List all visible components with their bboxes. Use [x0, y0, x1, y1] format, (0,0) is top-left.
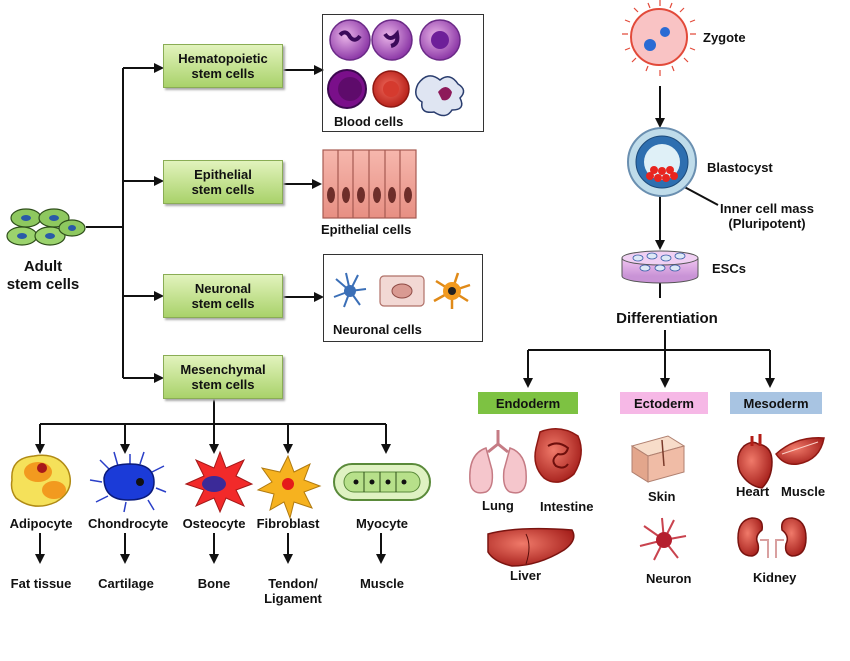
blood-cells-panel	[322, 14, 484, 132]
muscle-tissue-label: Muscle	[359, 576, 405, 591]
lung-icon	[469, 430, 527, 494]
blastocyst-label: Blastocyst	[707, 160, 773, 175]
neuron-icon	[639, 517, 687, 561]
intestine-icon	[534, 428, 582, 483]
lung-label: Lung	[482, 498, 514, 513]
heart-label: Heart	[736, 484, 770, 499]
adult-stem-cells-title: Adult stem cells	[6, 258, 80, 293]
osteocyte-label: Osteocyte	[182, 516, 246, 531]
tendon-ligament-label: Tendon/ Ligament	[264, 576, 322, 606]
chondrocyte-label: Chondrocyte	[88, 516, 169, 531]
neuronal-cells-panel	[323, 254, 483, 342]
escs-icon	[621, 250, 699, 284]
neuronal-cells-icon	[333, 272, 471, 309]
neuronal-stem-cells-box: Neuronal stem cells	[163, 274, 283, 318]
cartilage-label: Cartilage	[98, 576, 154, 591]
muscle-icon	[775, 437, 825, 466]
adult-branch-lines	[35, 63, 391, 564]
myocyte-label: Myocyte	[355, 516, 409, 531]
neuronal-cells-label: Neuronal cells	[333, 322, 422, 337]
epithelial-cells-icon	[322, 149, 417, 219]
fibroblast-icon	[256, 454, 322, 520]
adipocyte-icon	[10, 454, 71, 507]
blood-cells-label: Blood cells	[334, 114, 404, 129]
inner-cell-mass-label: Inner cell mass (Pluripotent)	[720, 201, 814, 231]
zygote-icon	[622, 0, 696, 76]
escs-label: ESCs	[712, 261, 746, 276]
neuron-label: Neuron	[646, 571, 692, 586]
osteocyte-icon	[184, 450, 254, 514]
kidney-label: Kidney	[753, 570, 797, 585]
heart-icon	[737, 434, 773, 489]
skin-icon	[630, 435, 686, 483]
blastocyst-icon	[627, 127, 697, 197]
skin-label: Skin	[648, 489, 676, 504]
epithelial-cells-label: Epithelial cells	[321, 222, 412, 237]
adipocyte-label: Adipocyte	[9, 516, 73, 531]
epithelial-stem-cells-box: Epithelial stem cells	[163, 160, 283, 204]
zygote-label: Zygote	[703, 30, 746, 45]
bone-label: Bone	[197, 576, 231, 591]
adult-stem-cell-cluster-icon	[6, 208, 86, 246]
mesenchymal-stem-cells-box: Mesenchymal stem cells	[163, 355, 283, 399]
hematopoietic-stem-cells-box: Hematopoietic stem cells	[163, 44, 283, 88]
myocyte-icon	[333, 463, 431, 501]
liver-label: Liver	[510, 568, 542, 583]
liver-icon	[487, 527, 575, 567]
blood-cells-icon	[327, 19, 465, 117]
muscle-organ-label: Muscle	[781, 484, 826, 499]
fibroblast-label: Fibroblast	[256, 516, 320, 531]
differentiation-label: Differentiation	[616, 310, 718, 327]
endoderm-box: Endoderm	[478, 392, 578, 414]
kidney-icon	[737, 517, 807, 558]
embryonic-branch-lines	[523, 86, 775, 388]
ectoderm-box: Ectoderm	[620, 392, 708, 414]
intestine-label: Intestine	[540, 499, 594, 514]
chondrocyte-icon	[89, 451, 167, 513]
mesoderm-box: Mesoderm	[730, 392, 822, 414]
fat-tissue-label: Fat tissue	[10, 576, 72, 591]
